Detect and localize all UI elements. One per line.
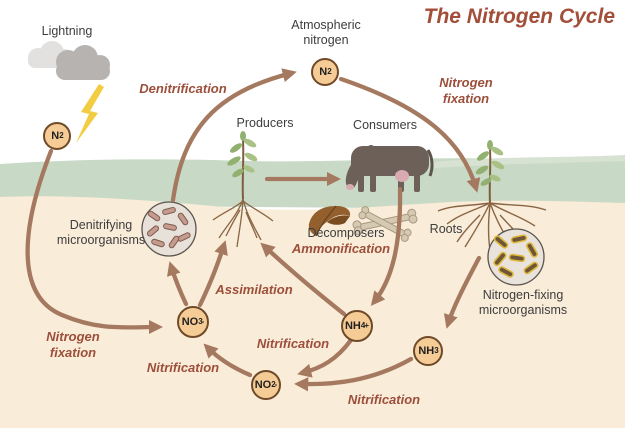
- cow-icon: [345, 145, 434, 192]
- grass-highlight: [432, 155, 625, 168]
- lightning-bolt-icon: [76, 84, 104, 143]
- denitrifying-microorganisms-icon: [141, 201, 197, 257]
- roots-label: Roots: [429, 222, 463, 236]
- arrow-consumers-to-ammonium: [370, 186, 403, 306]
- nitrogen-fixation-right-label: Nitrogen fixation: [439, 75, 493, 106]
- diagram-title: The Nitrogen Cycle: [423, 5, 615, 28]
- arrow-nitrification-nitrite-to-nitrate: [203, 343, 253, 378]
- arrow-nitrification-ammonia-to-nitrite: [294, 356, 414, 392]
- roots-plant-icon: [437, 140, 547, 251]
- consumers-label: Consumers: [353, 118, 417, 132]
- denitrifying-microorganisms-label: Denitrifying microorganisms: [56, 218, 146, 248]
- arrow-assimilation-ammonium: [260, 242, 347, 317]
- atmospheric-nitrogen-label: Atmospheric nitrogen: [291, 18, 361, 48]
- soil-background: [0, 196, 625, 428]
- nitrification-left-label: Nitrification: [146, 360, 220, 375]
- cloud-icon: [28, 41, 110, 80]
- denitrification-label: Denitrification: [139, 81, 227, 96]
- arrow-nitrification-ammonium-to-nitrite: [297, 337, 354, 378]
- nitrogen-fixation-left-label: Nitrogen fixation: [46, 329, 100, 360]
- producers-label: Producers: [236, 116, 294, 130]
- arrow-nitrogen-fixation-right: [338, 76, 481, 193]
- lightning-label: Lightning: [41, 24, 93, 38]
- arrow-denitrification: [170, 68, 297, 203]
- producers-plant-icon: [212, 131, 274, 248]
- dead-leaf-icon: [308, 205, 351, 237]
- decomposers-label: Decomposers: [307, 226, 385, 240]
- nitrogen-fixing-microorganisms-icon: [487, 228, 545, 286]
- arrow-roots-to-ammonia: [443, 255, 482, 329]
- ammonification-label: Ammonification: [291, 241, 391, 256]
- arrow-nitrogen-fixation-left: [25, 148, 163, 335]
- assimilation-label: Assimilation: [215, 282, 293, 297]
- arrow-nitrate-to-denitrifiers: [167, 261, 189, 307]
- arrow-assimilation-nitrate: [197, 240, 228, 308]
- nitrification-bottom-label: Nitrification: [347, 392, 421, 407]
- decomposers-icon: [308, 205, 418, 242]
- nitrification-mid-label: Nitrification: [256, 336, 330, 351]
- nitrogen-fixing-microorganisms-label: Nitrogen-fixing microorganisms: [478, 288, 568, 318]
